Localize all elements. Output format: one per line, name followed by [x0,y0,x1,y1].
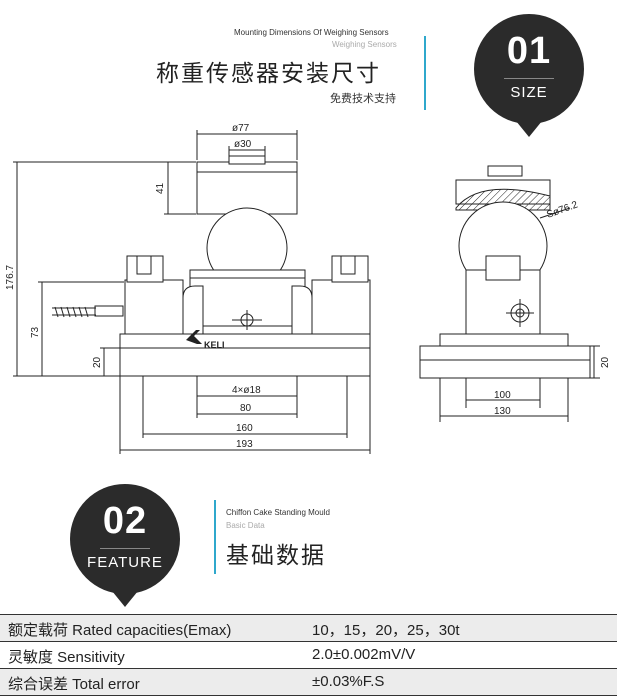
side-body [465,269,541,335]
section2-badge-word: FEATURE [87,554,163,571]
badge-divider [100,548,150,549]
mounting-drawing: KELI ø77 ø30 41 176.7 73 20 4×ø18 80 160… [5,123,611,454]
cable-gland [94,305,124,317]
section1-divider [424,36,426,110]
dim-w193: 193 [236,439,253,450]
dim-w80: 80 [240,403,252,414]
spec-row: 额定载荷 Rated capacities(Emax) 10，15，20，25，… [0,614,617,641]
left-bracket [124,279,184,335]
dim-h20-left: 20 [92,356,103,368]
side-base-plate [419,345,591,361]
section1-sublabel-en: Weighing Sensors [332,40,397,49]
section1-badge: 01 SIZE [474,14,584,137]
section2-badge-number: 02 [102,500,148,542]
cap-boss [228,155,266,165]
spec-label: 灵敏度 Sensitivity [8,649,125,666]
section2-divider [214,500,216,574]
spec-table: 额定载荷 Rated capacities(Emax) 10，15，20，25，… [0,614,617,696]
dim-h20-right: 20 [600,356,611,368]
dim-holes: 4×ø18 [232,385,261,396]
section2-label-en: Chiffon Cake Standing Mould [226,508,330,517]
badge-divider [504,78,554,79]
section1-note: 免费技术支持 [330,92,396,105]
dim-w160: 160 [236,423,253,434]
keli-logo: KELI [186,330,225,350]
section1-badge-number: 01 [506,30,552,72]
dim-d77: ø77 [232,123,250,134]
section2-sublabel-en: Basic Data [226,521,265,530]
dim-w100: 100 [494,390,511,401]
spec-label: 综合误差 Total error [8,676,140,693]
spec-label: 额定载荷 Rated capacities(Emax) [8,622,232,639]
section1-title: 称重传感器安装尺寸 [156,61,381,87]
base-plate [119,333,371,349]
dim-h73: 73 [30,326,41,338]
section2-badge: 02 FEATURE [70,484,180,607]
section2-title: 基础数据 [226,543,326,569]
left-bolt-head [126,255,164,283]
right-bracket [311,279,371,335]
dim-d30: ø30 [234,139,252,150]
section1-badge-word: SIZE [510,84,548,101]
spec-value: 2.0±0.002mV/V [312,646,416,663]
spec-value: ±0.03%F.S [312,673,385,690]
dim-h41: 41 [155,182,166,194]
section1-label-en: Mounting Dimensions Of Weighing Sensors [234,28,389,37]
spec-row: 综合误差 Total error ±0.03%F.S [0,668,617,696]
logo-text: KELI [204,340,225,350]
dim-w130: 130 [494,406,511,417]
side-cap-section [455,188,551,211]
spec-row: 灵敏度 Sensitivity 2.0±0.002mV/V [0,641,617,668]
spec-value: 10，15，20，25，30t [312,622,460,639]
base-foot [119,347,371,377]
dim-h176: 176.7 [5,265,16,290]
top-cap [196,161,298,215]
